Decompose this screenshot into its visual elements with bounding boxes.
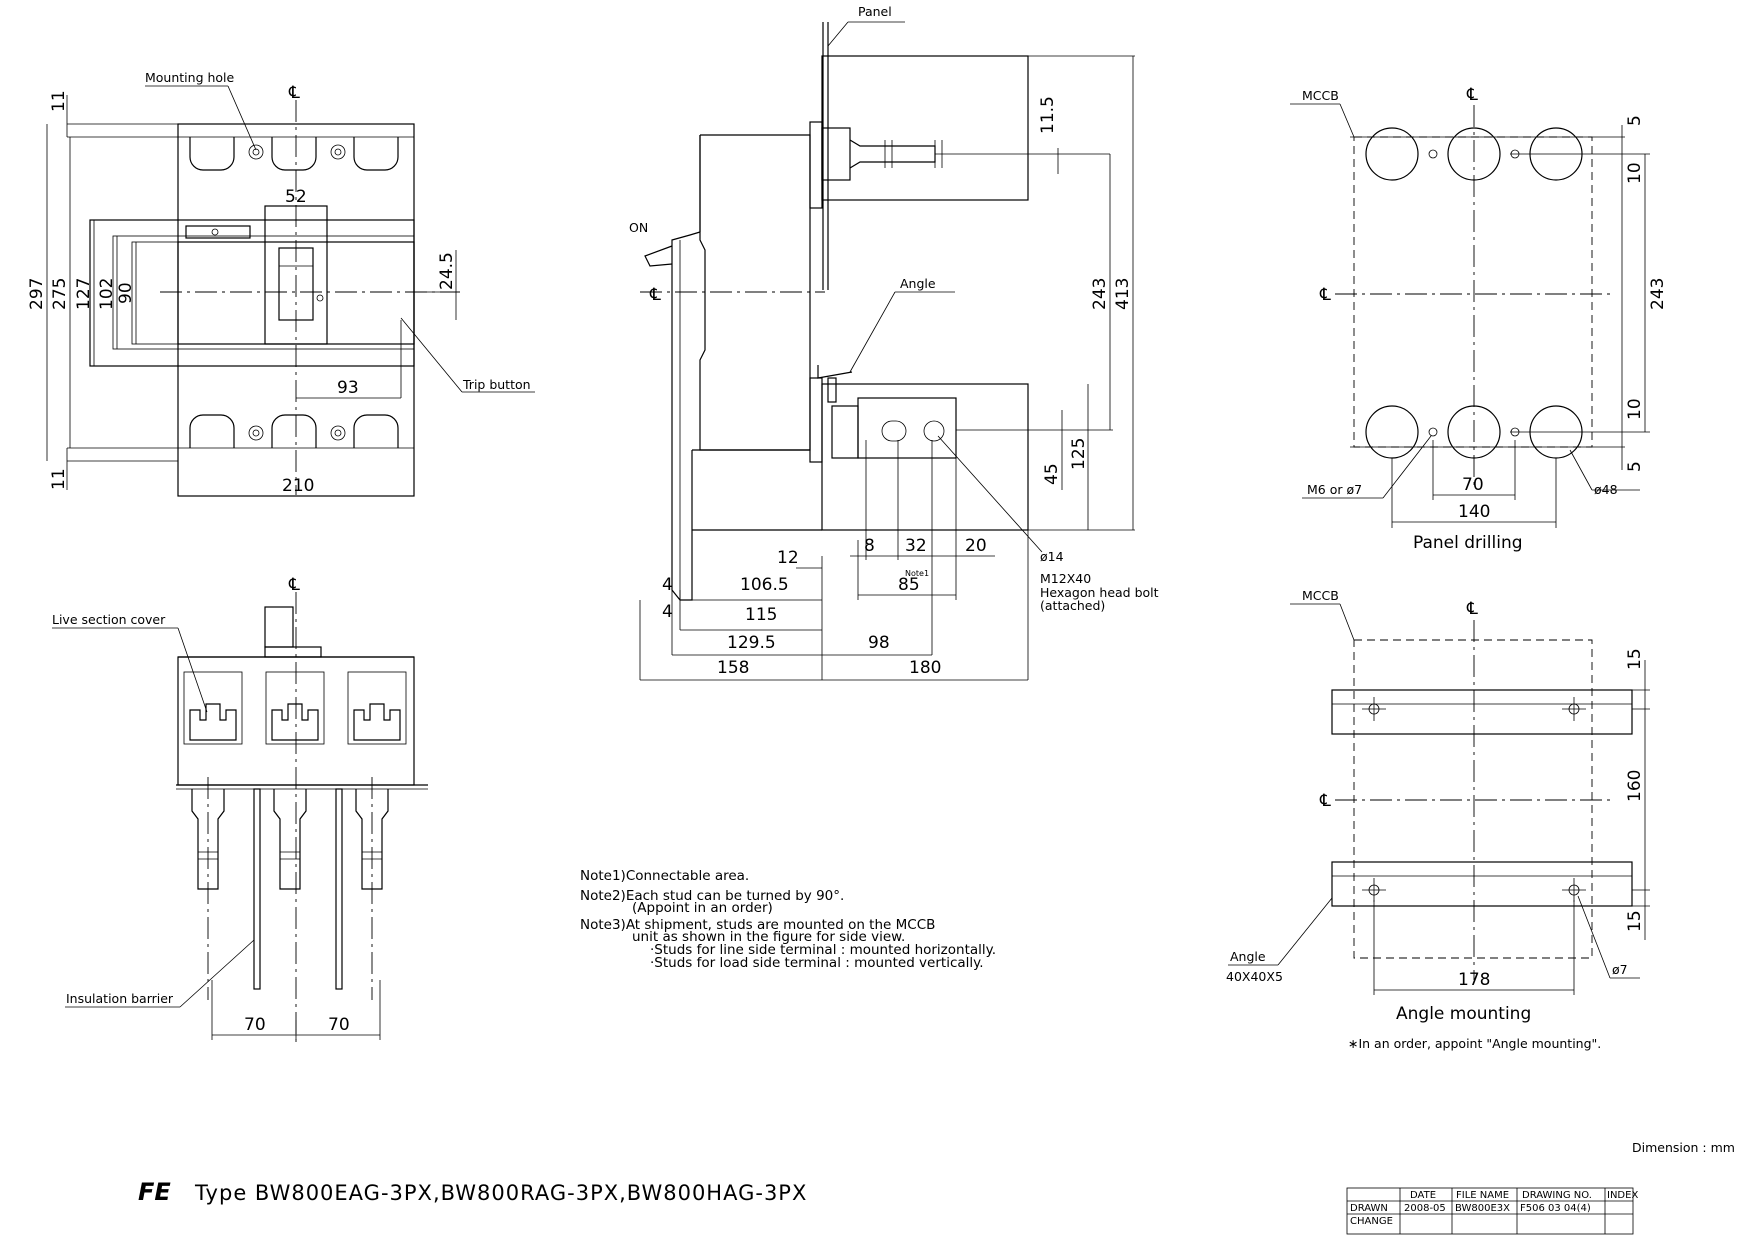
- side-centerline-mark: ℄: [649, 285, 661, 305]
- note-line-2: Note2)Each stud can be turned by 90°.: [580, 888, 844, 904]
- angle-centerline-left: ℄: [1319, 791, 1331, 811]
- side-dim-11-5: 11.5: [1038, 96, 1058, 134]
- tb-header-index: INDEX: [1607, 1190, 1638, 1201]
- angle-mccb-label: MCCB: [1302, 588, 1339, 603]
- note-line-5: unit as shown in the figure for side vie…: [632, 929, 905, 945]
- tb-header-file: FILE NAME: [1456, 1190, 1509, 1201]
- side-dim-8: 8: [864, 536, 875, 556]
- mounting-hole-label: Mounting hole: [145, 70, 235, 85]
- panel-dim-10a: 10: [1625, 162, 1645, 184]
- insulation-barrier-label: Insulation barrier: [66, 991, 174, 1006]
- angle-dim-160: 160: [1625, 770, 1645, 802]
- panel-centerline-top: ℄: [1466, 85, 1478, 105]
- front-dim-90: 90: [116, 282, 136, 304]
- bolt-label-3: (attached): [1040, 598, 1105, 613]
- angle-label: Angle: [900, 276, 936, 291]
- tb-drawn-date: 2008-05: [1404, 1203, 1446, 1214]
- front-dim-127: 127: [74, 278, 94, 310]
- tb-header-drawing: DRAWING NO.: [1522, 1190, 1592, 1201]
- angle-size-label-1: Angle: [1230, 949, 1266, 964]
- side-dim-180: 180: [909, 658, 941, 678]
- panel-mccb-label: MCCB: [1302, 88, 1339, 103]
- d48-label: ø48: [1594, 482, 1618, 497]
- side-dim-85: 85: [898, 575, 920, 595]
- side-dim-125: 125: [1069, 438, 1089, 470]
- side-dim-20: 20: [965, 536, 987, 556]
- bolt-label-1: M12X40: [1040, 571, 1091, 586]
- bolt-label-2: Hexagon head bolt: [1040, 585, 1159, 600]
- panel-dim-140: 140: [1458, 502, 1490, 522]
- notes-block: Note1)Connectable area. Note2)Each stud …: [580, 868, 996, 971]
- angle-size-label-2: 40X40X5: [1226, 969, 1283, 984]
- side-dim-413: 413: [1113, 278, 1133, 310]
- m6-label: M6 or ø7: [1307, 482, 1362, 497]
- front-dim-102: 102: [97, 278, 117, 310]
- panel-dim-5a: 5: [1625, 115, 1645, 126]
- front-view: Mounting hole Trip button ℄ 52 93 210 29…: [27, 70, 535, 497]
- front-dim-93: 93: [337, 378, 359, 398]
- live-section-cover-label: Live section cover: [52, 612, 166, 627]
- panel-drilling-title: Panel drilling: [1413, 533, 1523, 553]
- bottom-centerline-mark: ℄: [288, 575, 300, 595]
- trip-button-label: Trip button: [462, 377, 531, 392]
- note-line-3: (Appoint in an order): [632, 900, 773, 916]
- side-dim-4a: 4: [662, 575, 673, 595]
- panel-drilling-view: MCCB M6 or ø7 ø48 ℄ ℄ 70 140 Panel drill…: [1290, 85, 1668, 553]
- tb-change-label: CHANGE: [1350, 1216, 1393, 1227]
- title-block: DATE FILE NAME DRAWING NO. INDEX DRAWN 2…: [1346, 1187, 1638, 1235]
- dimension-unit-label: Dimension : mm: [1632, 1140, 1735, 1155]
- side-dim-115: 115: [745, 605, 777, 625]
- bottom-dim-70b: 70: [328, 1015, 350, 1035]
- note-line-6: ·Studs for line side terminal : mounted …: [650, 942, 996, 958]
- angle-mounting-view: MCCB Angle 40X40X5 ø7 ℄ ℄ 178 Angle moun…: [1226, 588, 1650, 1051]
- on-label: ON: [629, 220, 648, 235]
- angle-dim-15b: 15: [1625, 910, 1645, 932]
- type-line: Type BW800EAG-3PX,BW800RAG-3PX,BW800HAG-…: [194, 1181, 807, 1205]
- side-dim-243: 243: [1090, 278, 1110, 310]
- side-dim-32: 32: [905, 536, 927, 556]
- side-view: ON ℄: [629, 4, 1159, 681]
- hole-dia-label: ø14: [1040, 549, 1064, 564]
- side-dim-45: 45: [1042, 463, 1062, 485]
- tb-drawn-file: BW800E3X: [1455, 1203, 1510, 1214]
- panel-dim-5b: 5: [1625, 461, 1645, 472]
- front-dim-297: 297: [27, 278, 47, 310]
- panel-label: Panel: [858, 4, 892, 19]
- fe-logo: FE: [138, 1178, 171, 1206]
- side-dim-4b: 4: [662, 602, 673, 622]
- note-line-4: Note3)At shipment, studs are mounted on …: [580, 917, 935, 933]
- bottom-dim-70a: 70: [244, 1015, 266, 1035]
- angle-dim-178: 178: [1458, 970, 1490, 990]
- panel-dim-243: 243: [1648, 278, 1668, 310]
- front-centerline-mark: ℄: [288, 83, 300, 103]
- note-line-7: ·Studs for load side terminal : mounted …: [650, 955, 984, 971]
- side-dim-98: 98: [868, 633, 890, 653]
- angle-dim-15a: 15: [1625, 648, 1645, 670]
- side-dim-106-5: 106.5: [740, 575, 789, 595]
- panel-dim-10b: 10: [1625, 398, 1645, 420]
- note-line-1: Note1)Connectable area.: [580, 868, 749, 884]
- angle-centerline-top: ℄: [1466, 599, 1478, 619]
- side-dim-129-5: 129.5: [727, 633, 776, 653]
- tb-drawn-label: DRAWN: [1350, 1203, 1388, 1214]
- tb-drawn-number: F506 03 04(4): [1520, 1203, 1591, 1214]
- front-dim-24-5: 24.5: [437, 252, 457, 290]
- front-dim-210: 210: [282, 476, 314, 496]
- bottom-view: ℄ 70 70 Live section cover Insulation ba…: [52, 575, 428, 1045]
- panel-centerline-left: ℄: [1319, 285, 1331, 305]
- angle-d7-label: ø7: [1612, 962, 1628, 977]
- note1-tag: Note1: [905, 569, 929, 578]
- tb-header-date: DATE: [1410, 1190, 1436, 1201]
- angle-mounting-title: Angle mounting: [1396, 1004, 1531, 1024]
- side-dim-158: 158: [717, 658, 749, 678]
- side-dim-12: 12: [777, 548, 799, 568]
- angle-mounting-remark: ∗In an order, appoint "Angle mounting".: [1348, 1036, 1601, 1051]
- front-dim-275: 275: [50, 278, 70, 310]
- front-dim-11-bottom: 11: [49, 468, 69, 490]
- front-dim-52: 52: [285, 187, 307, 207]
- front-dim-11-top: 11: [49, 90, 69, 112]
- panel-dim-70: 70: [1462, 475, 1484, 495]
